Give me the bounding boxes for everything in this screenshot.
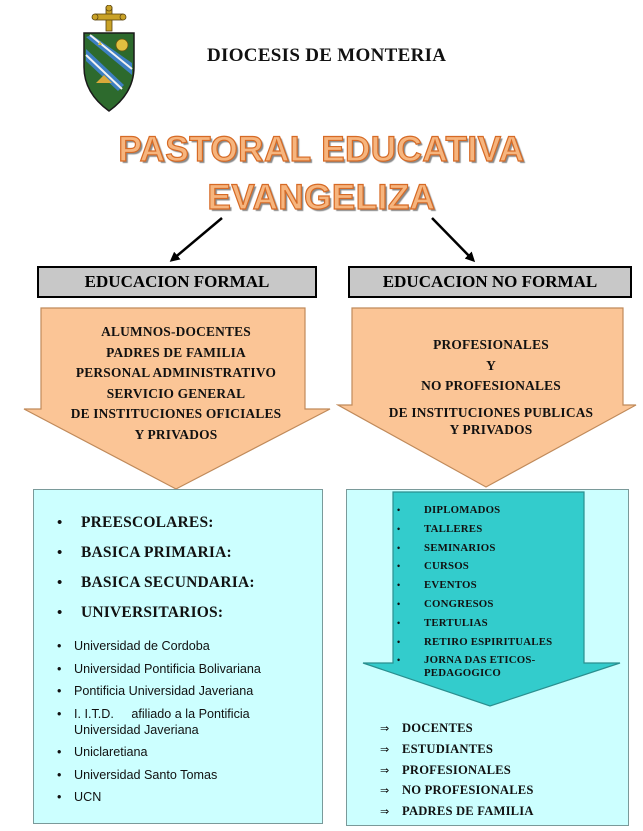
list-item: •JORNA DAS ETICOS-PEDAGOGICO xyxy=(397,654,536,679)
nonformal-audience-arrow xyxy=(336,307,637,488)
bullet-icon: • xyxy=(397,542,401,553)
list-item: •CURSOS xyxy=(397,560,469,573)
arrow-right-icon: ⇒ xyxy=(380,805,390,819)
list-item: ⇒PADRES DE FAMILIA xyxy=(380,801,534,822)
bullet-icon: • xyxy=(57,767,62,782)
bullet-icon: • xyxy=(397,655,401,666)
main-title-line-2: EVANGELIZA xyxy=(207,177,436,217)
list-item: •Universidad Pontificia Bolivariana xyxy=(57,661,261,676)
list-item: •UCN xyxy=(57,790,102,804)
target-audience-list: ⇒DOCENTES ⇒ESTUDIANTES ⇒PROFESIONALES ⇒N… xyxy=(380,718,534,822)
bullet-icon: • xyxy=(397,598,401,609)
formal-audience-list: ALUMNOS-DOCENTES PADRES DE FAMILIA PERSO… xyxy=(40,322,312,445)
list-item: ⇒PROFESIONALES xyxy=(380,760,534,781)
list-item: •UNIVERSITARIOS: xyxy=(57,598,255,628)
list-item: ⇒NO PROFESIONALES xyxy=(380,780,534,801)
bullet-icon: • xyxy=(57,545,63,561)
universities-list: •Universidad de Cordoba •Universidad Pon… xyxy=(57,638,299,812)
bullet-icon: • xyxy=(57,706,62,721)
list-item: •DIPLOMADOS xyxy=(397,504,501,516)
bullet-icon: • xyxy=(397,617,401,628)
list-item: ⇒ESTUDIANTES xyxy=(380,739,534,760)
list-item: •BASICA PRIMARIA: xyxy=(57,538,255,568)
nonformal-audience-item: PROFESIONALES xyxy=(433,337,549,352)
nonformal-education-header: EDUCACION NO FORMAL xyxy=(348,266,632,298)
formal-audience-item: PADRES DE FAMILIA xyxy=(106,344,246,360)
bullet-icon: • xyxy=(397,636,401,647)
bullet-icon: • xyxy=(397,580,401,591)
list-item: •PREESCOLARES: xyxy=(57,508,255,538)
formal-audience-item: PERSONAL ADMINISTRATIVO xyxy=(75,365,277,380)
bullet-icon: • xyxy=(57,661,62,676)
nonformal-institutions-item: Y PRIVADOS xyxy=(449,422,533,437)
bullet-icon: • xyxy=(57,790,62,804)
list-item: •Universidad Santo Tomas xyxy=(57,767,218,782)
bullet-icon: • xyxy=(397,523,401,534)
bullet-icon: • xyxy=(57,639,62,653)
list-item: •CONGRESOS xyxy=(397,597,494,610)
list-item: •Uniclaretiana xyxy=(57,745,148,759)
formal-education-header: EDUCACION FORMAL xyxy=(37,266,317,298)
formal-audience-item: Y PRIVADOS xyxy=(134,426,218,442)
list-item: •TERTULIAS xyxy=(397,616,488,629)
formal-levels-box xyxy=(33,489,323,824)
bullet-icon: • xyxy=(397,505,401,515)
arrow-to-formal xyxy=(169,217,223,262)
activities-arrow xyxy=(362,491,621,707)
diocese-crest-icon xyxy=(83,5,135,112)
arrow-right-icon: ⇒ xyxy=(380,742,390,756)
formal-audience-item: DE INSTITUCIONES OFICIALES xyxy=(70,406,282,421)
nonformal-institutions-item: DE INSTITUCIONES PUBLICAS xyxy=(388,404,594,420)
nonformal-audience-item: NO PROFESIONALES xyxy=(421,378,561,393)
list-item: •EVENTOS xyxy=(397,579,477,592)
list-item: •RETIRO ESPIRITUALES xyxy=(397,635,553,648)
list-item: •Pontificia Universidad Javeriana xyxy=(57,684,254,698)
list-item: •Universidad de Cordoba xyxy=(57,639,210,653)
arrow-right-icon: ⇒ xyxy=(380,763,390,777)
list-item: •I. I.T.D. afiliado a la Pontificia Univ… xyxy=(57,706,254,737)
formal-audience-arrow xyxy=(23,307,331,490)
bullet-icon: • xyxy=(57,605,63,621)
list-item: •SEMINARIOS xyxy=(397,541,496,554)
arrow-to-noformal xyxy=(431,217,476,263)
bullet-icon: • xyxy=(57,515,63,531)
main-title-line-1: PASTORAL EDUCATIVA xyxy=(118,129,525,169)
arrow-right-icon: ⇒ xyxy=(380,784,390,798)
formal-audience-item: ALUMNOS-DOCENTES xyxy=(101,324,251,339)
nonformal-audience-list: PROFESIONALES Y NO PROFESIONALES DE INST… xyxy=(346,335,636,437)
list-item: •BASICA SECUNDARIA: xyxy=(57,568,255,598)
activities-list: •DIPLOMADOS •TALLERES •SEMINARIOS •CURSO… xyxy=(397,504,564,686)
formal-audience-item: SERVICIO GENERAL xyxy=(106,385,246,401)
bullet-icon: • xyxy=(57,575,63,591)
nonformal-audience-item: Y xyxy=(486,357,496,373)
diocese-title: DIOCESIS DE MONTERIA xyxy=(207,45,447,66)
list-item: •TALLERES xyxy=(397,522,483,535)
bullet-icon: • xyxy=(397,561,401,572)
bullet-icon: • xyxy=(57,684,62,698)
education-levels-list: •PREESCOLARES: •BASICA PRIMARIA: •BASICA… xyxy=(57,508,255,628)
list-item: ⇒DOCENTES xyxy=(380,718,534,739)
arrow-right-icon: ⇒ xyxy=(380,722,390,735)
bullet-icon: • xyxy=(57,745,62,759)
